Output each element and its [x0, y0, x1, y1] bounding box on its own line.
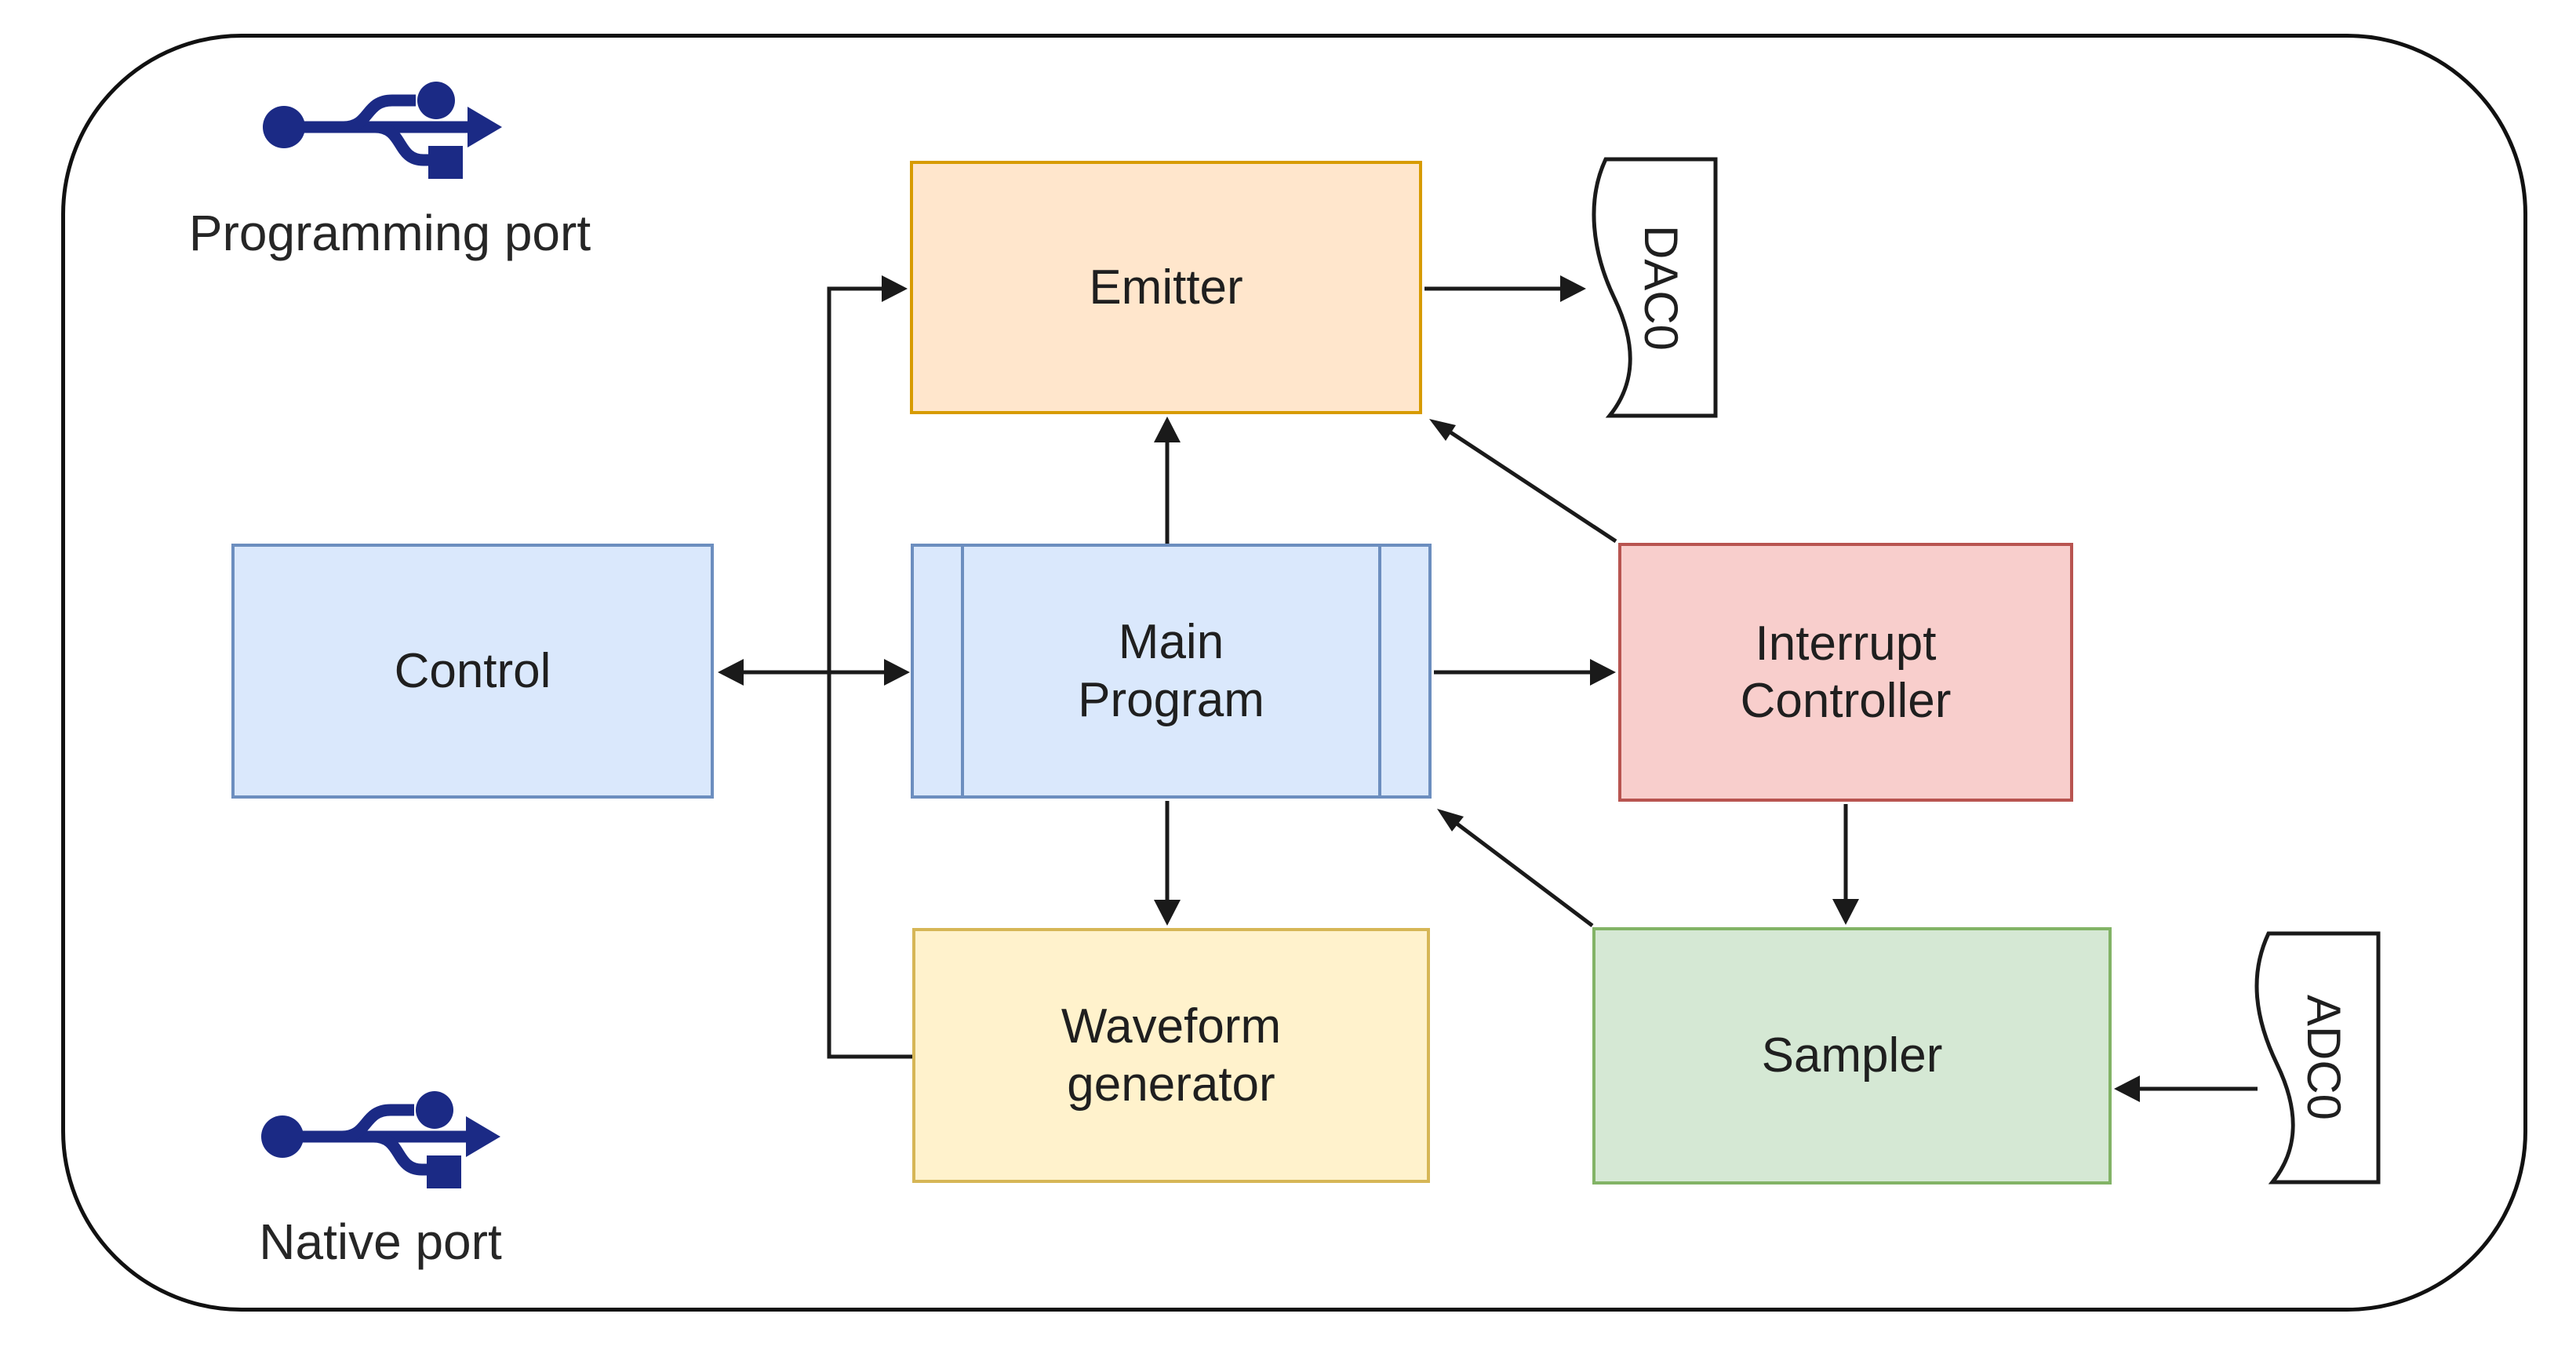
block-emitter[interactable]: Emitter	[910, 161, 1422, 414]
arrowhead-to-emitter-from-interrupt	[1429, 419, 1456, 441]
arrowhead-to-emitter-from-waveform	[882, 275, 908, 302]
edge-waveform-emitter[interactable]	[827, 286, 912, 1059]
block-main-program-label: Main Program	[1078, 615, 1264, 727]
block-control[interactable]: Control	[231, 544, 714, 799]
process-bar-right	[1378, 547, 1381, 795]
arrowhead-to-waveform	[1154, 900, 1181, 926]
block-interrupt-controller-label: Interrupt Controller	[1740, 616, 1952, 728]
adc0-shape[interactable]	[2254, 931, 2381, 1185]
programming-port-label: Programming port	[188, 205, 591, 261]
arrowhead-to-dac0	[1560, 275, 1586, 302]
block-sampler[interactable]: Sampler	[1592, 927, 2112, 1185]
process-bar-left	[961, 547, 964, 795]
edge-sampler-main[interactable]	[1454, 821, 1594, 927]
usb-icon[interactable]	[263, 82, 502, 179]
block-waveform-generator-label: Waveform generator	[1061, 999, 1282, 1112]
usb-icon-native[interactable]	[261, 1091, 500, 1188]
block-sampler-label: Sampler	[1761, 1028, 1943, 1083]
dac0-shape[interactable]	[1592, 157, 1718, 418]
arrowhead-to-interrupt	[1590, 659, 1616, 686]
block-main-program[interactable]: Main Program	[911, 544, 1432, 799]
block-emitter-label: Emitter	[1089, 260, 1243, 315]
block-waveform-generator[interactable]: Waveform generator	[912, 928, 1430, 1183]
block-interrupt-controller[interactable]: Interrupt Controller	[1618, 543, 2073, 802]
arrowhead-to-control	[718, 659, 744, 686]
arrowhead-to-sampler-from-adc0	[2114, 1075, 2140, 1102]
arrowhead-to-sampler-from-interrupt	[1832, 899, 1859, 925]
arrowhead-to-main-from-sampler	[1437, 809, 1464, 832]
native-port-label: Native port	[259, 1214, 502, 1270]
block-control-label: Control	[394, 643, 551, 698]
edge-interrupt-emitter[interactable]	[1449, 430, 1617, 544]
dac0-label: DAC0	[1635, 224, 1687, 351]
arrowhead-to-emitter-from-main	[1154, 417, 1181, 442]
adc0-label: ADC0	[2298, 994, 2350, 1121]
arrowhead-to-main-from-control	[884, 659, 910, 686]
